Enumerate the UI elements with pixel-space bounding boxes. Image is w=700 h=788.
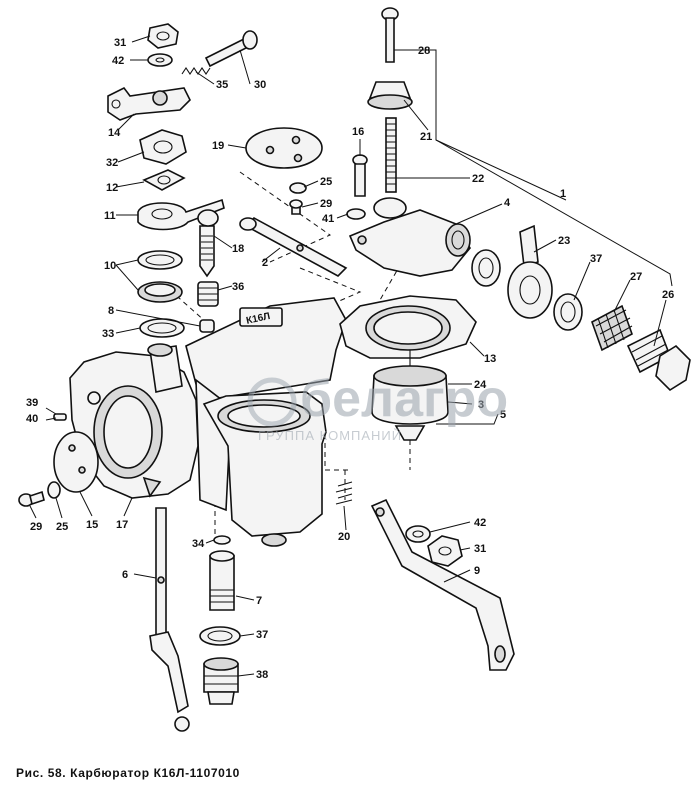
callout-20: 20 xyxy=(338,531,350,543)
callout-6: 6 xyxy=(122,569,128,581)
leader-lines xyxy=(29,35,673,677)
part-3-float xyxy=(371,350,449,441)
callout-3: 3 xyxy=(478,399,484,411)
part-7-jet xyxy=(209,550,235,611)
callout-2: 2 xyxy=(262,257,268,269)
part-29-screw-bottom xyxy=(18,490,45,507)
callout-23: 23 xyxy=(558,235,570,247)
part-8-bushing xyxy=(199,319,215,333)
float-chamber xyxy=(202,391,327,547)
callout-26: 26 xyxy=(662,289,674,301)
callout-39: 39 xyxy=(26,397,38,409)
callout-7: 7 xyxy=(256,595,262,607)
callout-38: 38 xyxy=(256,669,268,681)
part-31-nut xyxy=(147,23,179,49)
callout-30: 30 xyxy=(254,79,266,91)
part-12-washer xyxy=(142,169,186,191)
part-washer-23 xyxy=(471,249,501,287)
callout-11: 11 xyxy=(104,210,116,222)
callout-18: 18 xyxy=(232,243,244,255)
callout-12: 12 xyxy=(106,182,118,194)
callout-22: 22 xyxy=(472,173,484,185)
callout-29-top: 29 xyxy=(320,198,332,210)
part-32-nut xyxy=(139,129,187,165)
callout-14: 14 xyxy=(108,127,121,139)
callout-13: 13 xyxy=(484,353,496,365)
callout-21: 21 xyxy=(420,131,432,143)
part-26-bolt xyxy=(626,328,691,392)
part-9-bracket xyxy=(370,498,515,671)
watermark: белагро ГРУППА КОМПАНИЙ xyxy=(247,370,508,443)
part-10-rings xyxy=(137,250,183,303)
callout-28: 28 xyxy=(418,45,430,57)
callout-34: 34 xyxy=(192,538,205,550)
callout-17: 17 xyxy=(116,519,128,531)
part-28-pin xyxy=(381,7,399,63)
part-38-plug xyxy=(203,657,239,705)
callout-27: 27 xyxy=(630,271,642,283)
part-14-lever xyxy=(107,86,191,121)
part-35-spring xyxy=(181,67,211,75)
part-19-plate xyxy=(245,127,323,169)
callout-9: 9 xyxy=(474,565,480,577)
callout-29-bottom: 29 xyxy=(30,521,42,533)
callout-42-top: 42 xyxy=(112,55,124,67)
part-27-filter xyxy=(591,304,633,352)
part-37-ring-right xyxy=(553,293,583,331)
callout-25-top: 25 xyxy=(320,176,332,188)
callout-32: 32 xyxy=(106,157,118,169)
watermark-sub: ГРУППА КОМПАНИЙ xyxy=(258,428,402,443)
callout-24: 24 xyxy=(474,379,487,391)
part-37-ring-bottom xyxy=(199,626,241,646)
part-40-pin xyxy=(53,413,67,421)
callout-40: 40 xyxy=(26,413,38,425)
part-25-washer-bottom xyxy=(47,481,61,499)
callout-31-top: 31 xyxy=(114,37,126,49)
callout-36: 36 xyxy=(232,281,244,293)
part-20-spring xyxy=(335,481,353,505)
callout-37-bottom: 37 xyxy=(256,629,268,641)
part-31-nut-bottom xyxy=(427,535,463,567)
part-11-lever-plate xyxy=(137,198,225,231)
callout-8: 8 xyxy=(108,305,114,317)
part-13-gasket xyxy=(339,295,477,359)
callout-15: 15 xyxy=(86,519,98,531)
body-marking: К16Л xyxy=(245,311,271,327)
callout-labels: 31 42 35 30 14 32 12 11 10 8 33 19 25 29… xyxy=(26,37,674,681)
callout-16: 16 xyxy=(352,126,364,138)
part-30-screw xyxy=(204,30,258,68)
callout-19: 19 xyxy=(212,140,224,152)
callout-1: 1 xyxy=(560,188,566,200)
part-41-ring xyxy=(346,208,366,220)
callout-37-right: 37 xyxy=(590,253,602,265)
watermark-brand: белагро xyxy=(300,370,508,428)
callout-10: 10 xyxy=(104,260,116,272)
part-21-cup xyxy=(367,81,413,110)
callout-4: 4 xyxy=(504,197,511,209)
callout-33: 33 xyxy=(102,328,114,340)
part-42-washer-bottom xyxy=(405,525,431,543)
callout-25-bottom: 25 xyxy=(56,521,68,533)
part-23-banjo xyxy=(507,224,553,319)
part-15-plate xyxy=(53,431,99,493)
part-25-washer-top xyxy=(289,182,307,194)
part-34-ring xyxy=(213,535,231,545)
part-6-rod xyxy=(149,507,190,732)
part-2-shaft xyxy=(239,217,348,277)
part-22-rod xyxy=(385,117,397,193)
callout-42-bottom: 42 xyxy=(474,517,486,529)
part-18-screw xyxy=(197,209,219,278)
part-29-screw-top xyxy=(289,199,303,215)
part-42-washer xyxy=(147,53,173,67)
callout-41: 41 xyxy=(322,213,334,225)
callout-5: 5 xyxy=(500,409,506,421)
part-36-spring xyxy=(197,281,219,307)
figure-caption: Рис. 58. Карбюратор К16Л-1107010 xyxy=(16,766,240,780)
callout-35: 35 xyxy=(216,79,228,91)
part-16-screw xyxy=(352,154,368,197)
callout-31-bottom: 31 xyxy=(474,543,486,555)
part-4-housing xyxy=(348,197,471,277)
